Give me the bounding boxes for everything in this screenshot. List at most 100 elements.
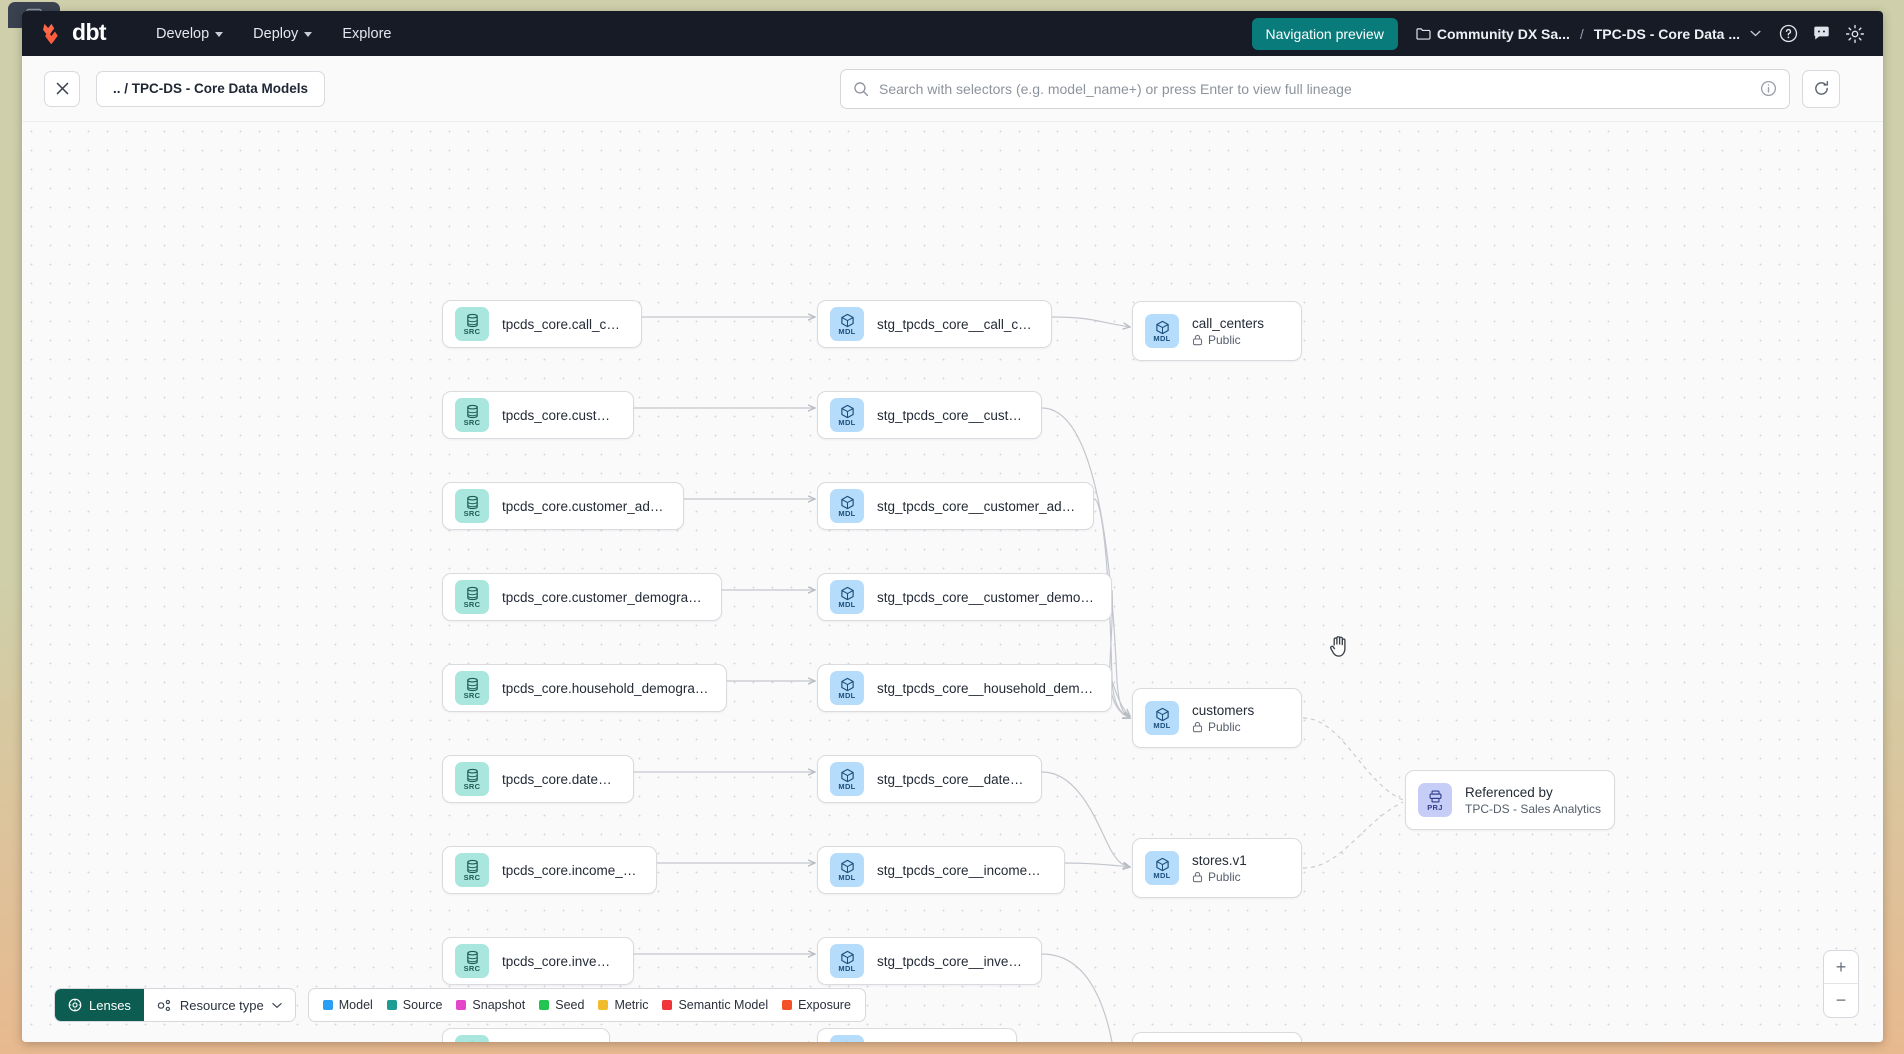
legend-item-semantic-model[interactable]: Semantic Model	[662, 998, 768, 1012]
resource-type-dropdown[interactable]: Resource type	[144, 989, 295, 1021]
lenses-label: Lenses	[89, 997, 131, 1013]
legend-swatch	[539, 1000, 550, 1010]
lock-icon	[1192, 871, 1203, 882]
legend-item-source[interactable]: Source	[386, 998, 443, 1012]
node-title: stg_tpcds_core__call_center	[877, 316, 1035, 332]
app-window: dbt Develop Deploy Explore Navigation pr…	[22, 11, 1883, 1042]
lineage-node-stg-income-band[interactable]: MDL stg_tpcds_core__income_band	[817, 846, 1065, 894]
breadcrumb-chip[interactable]: .. / TPC-DS - Core Data Models	[96, 70, 326, 107]
breadcrumb-project[interactable]: TPC-DS - Core Data ...	[1594, 26, 1761, 42]
dbt-logo[interactable]: dbt	[42, 19, 107, 46]
src-badge-icon: SRC	[455, 944, 489, 978]
legend-swatch	[662, 1000, 673, 1010]
top-navigation-bar: dbt Develop Deploy Explore Navigation pr…	[22, 11, 1883, 56]
search-icon	[854, 81, 869, 96]
node-title: stg_tpcds_core__income_band	[877, 862, 1048, 878]
search-box[interactable]	[840, 68, 1790, 109]
nav-item-explore-label: Explore	[342, 25, 392, 42]
lineage-node-src-customer-demographics[interactable]: SRC tpcds_core.customer_demographics	[442, 573, 722, 621]
search-input[interactable]	[879, 80, 1750, 97]
nav-item-develop-label: Develop	[155, 25, 210, 42]
mdl-badge-icon: MDL	[830, 944, 864, 978]
lineage-edges	[634, 122, 1404, 1042]
help-icon[interactable]	[1779, 24, 1798, 43]
node-title: tpcds_core.inventory	[502, 953, 617, 969]
breadcrumb-account[interactable]: Community DX Sa...	[1416, 26, 1570, 42]
node-title: stores.v1	[1192, 852, 1247, 868]
legend-item-model[interactable]: Model	[322, 998, 373, 1012]
node-title: tpcds_core.income_band	[502, 862, 640, 878]
chevron-down-icon	[1750, 30, 1761, 37]
lenses-button[interactable]: Lenses	[55, 989, 144, 1021]
lineage-toolbar: .. / TPC-DS - Core Data Models	[22, 56, 1883, 122]
lineage-node-stg-call-center[interactable]: MDL stg_tpcds_core__call_center	[817, 300, 1052, 348]
legend-item-snapshot[interactable]: Snapshot	[456, 998, 525, 1012]
node-subtitle: Public	[1192, 333, 1264, 347]
legend-label: Exposure	[798, 998, 851, 1012]
navigation-preview-button[interactable]: Navigation preview	[1251, 17, 1398, 50]
nav-item-deploy[interactable]: Deploy	[243, 20, 322, 48]
mdl-badge-icon: MDL	[830, 398, 864, 432]
breadcrumb-separator: /	[1579, 25, 1584, 42]
legend-swatch	[456, 1000, 467, 1010]
lineage-node-src-inventory[interactable]: SRC tpcds_core.inventory	[442, 937, 634, 985]
legend-label: Snapshot	[472, 998, 526, 1012]
legend-item-exposure[interactable]: Exposure	[782, 998, 851, 1012]
feedback-icon[interactable]	[1812, 24, 1831, 43]
src-badge-icon: SRC	[455, 489, 489, 523]
nav-item-explore[interactable]: Explore	[332, 20, 401, 48]
legend-label: Model	[338, 998, 373, 1012]
lineage-node-src-customer[interactable]: SRC tpcds_core.customer	[442, 391, 634, 439]
node-title: tpcds_core.customer	[502, 407, 617, 423]
node-title: call_centers	[1192, 315, 1265, 331]
node-title: tpcds_core.customer_demographics	[502, 589, 705, 605]
resource-type-icon	[157, 999, 170, 1011]
legend-label: Semantic Model	[678, 998, 769, 1012]
resource-type-label: Resource type	[179, 997, 264, 1013]
breadcrumb-account-label: Community DX Sa...	[1436, 25, 1570, 42]
nav-item-develop[interactable]: Develop	[146, 20, 233, 48]
mdl-badge-icon: MDL	[830, 307, 864, 341]
refresh-button[interactable]	[1802, 69, 1840, 108]
lock-icon	[1192, 334, 1203, 345]
brand-name: dbt	[72, 19, 107, 45]
legend-item-seed[interactable]: Seed	[539, 998, 584, 1012]
zoom-out-button[interactable]: −	[1835, 990, 1847, 1010]
node-title: stg_tpcds_core__customer	[877, 407, 1025, 423]
legend-label: Source	[402, 998, 443, 1012]
src-badge-icon: SRC	[455, 398, 489, 432]
node-title: tpcds_core.household_demographics	[502, 680, 710, 696]
settings-gear-icon[interactable]	[1845, 24, 1865, 44]
lineage-node-stg-customer[interactable]: MDL stg_tpcds_core__customer	[817, 391, 1042, 439]
close-button[interactable]	[44, 70, 80, 107]
src-badge-icon: SRC	[455, 580, 489, 614]
top-breadcrumb: Community DX Sa... / TPC-DS - Core Data …	[1416, 26, 1761, 42]
node-subtitle: Public	[1192, 720, 1254, 734]
mdl-badge-icon: MDL	[830, 853, 864, 887]
lens-icon	[68, 998, 82, 1012]
zoom-in-button[interactable]: +	[1824, 951, 1858, 984]
legend-item-metric[interactable]: Metric	[598, 998, 648, 1012]
node-title: stg_tpcds_core__household_demogr…	[877, 680, 1095, 696]
close-icon	[56, 82, 68, 95]
mdl-badge-icon: MDL	[830, 1035, 864, 1042]
mdl-badge-icon: MDL	[1145, 701, 1179, 735]
